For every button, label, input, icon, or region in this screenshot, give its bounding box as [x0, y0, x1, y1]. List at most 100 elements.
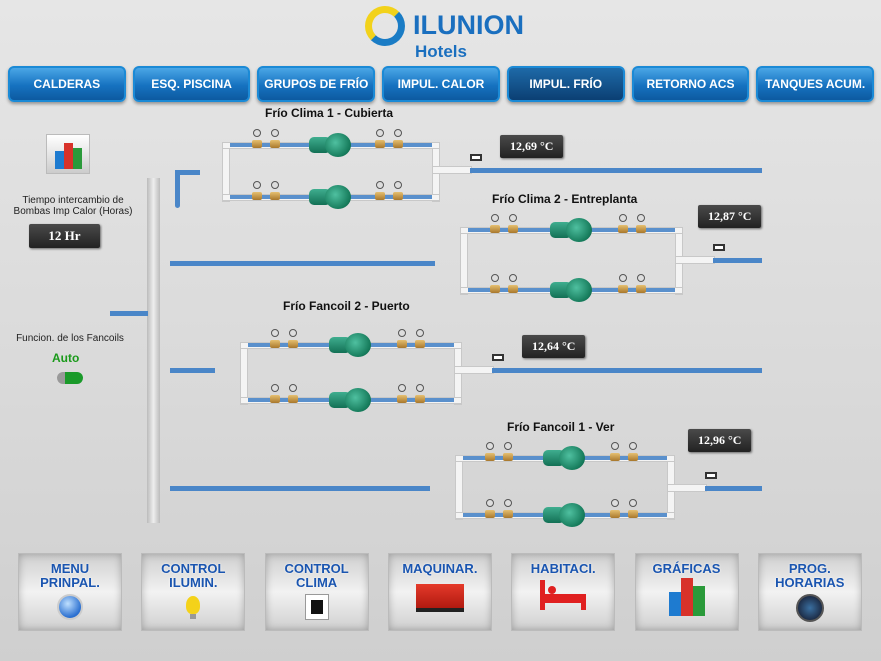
valve-icon: [393, 140, 403, 148]
gauge-icon: [486, 499, 494, 507]
button-label: PROG. HORARIAS: [775, 561, 845, 590]
group-title: Frío Clima 2 - Entreplanta: [492, 192, 638, 206]
valve-icon: [252, 192, 262, 200]
gauge-icon: [394, 181, 402, 189]
gauge-icon: [289, 329, 297, 337]
temperature-display: 12,69 °C: [500, 135, 564, 158]
timer-label: Tiempo intercambio de Bombas Imp Calor (…: [13, 195, 133, 217]
gauge-icon: [253, 129, 261, 137]
button-label: MENU PRINPAL.: [40, 561, 100, 590]
valve-icon: [508, 285, 518, 293]
gauge-icon: [611, 499, 619, 507]
gauge-icon: [509, 274, 517, 282]
gauge-icon: [271, 329, 279, 337]
valve-icon: [252, 140, 262, 148]
outlet-fitting: [432, 166, 472, 174]
valve-icon: [375, 140, 385, 148]
gauge-icon: [637, 214, 645, 222]
gauge-icon: [619, 214, 627, 222]
tab-impul-frio[interactable]: IMPUL. FRÍO: [506, 66, 625, 102]
outlet-fitting: [454, 366, 494, 374]
habitaci-button[interactable]: HABITACI.: [511, 553, 616, 631]
valve-icon: [270, 340, 280, 348]
gauge-icon: [637, 274, 645, 282]
valve-icon: [270, 192, 280, 200]
pump-2[interactable]: [543, 499, 589, 529]
outlet-fitting: [675, 256, 715, 264]
pump-2[interactable]: [309, 181, 355, 211]
button-label: GRÁFICAS: [652, 561, 721, 576]
logo-sub: Hotels: [415, 42, 467, 61]
tab-esq-piscina[interactable]: ESQ. PISCINA: [132, 66, 251, 102]
valve-icon: [375, 192, 385, 200]
valve-icon: [636, 225, 646, 233]
loop-inlet-pipe: [240, 342, 248, 405]
ilunion-logo: ILUNION Hotels: [365, 6, 525, 62]
branch-pipe-3: [170, 368, 215, 373]
pump-icon: [565, 278, 592, 302]
gauge-icon: [504, 499, 512, 507]
loop-inlet-pipe: [222, 142, 230, 202]
gauge-icon: [398, 329, 406, 337]
outlet-pipe: [705, 486, 762, 491]
pump-icon: [565, 218, 592, 242]
valve-icon: [610, 510, 620, 518]
valve-icon: [270, 140, 280, 148]
gauge-icon: [416, 329, 424, 337]
valve-icon: [397, 340, 407, 348]
gauge-icon: [491, 274, 499, 282]
gauge-icon: [629, 442, 637, 450]
tab-retorno-acs[interactable]: RETORNO ACS: [631, 66, 750, 102]
thermostat-icon: [266, 594, 368, 620]
pump-2[interactable]: [329, 384, 375, 414]
gráficas-button[interactable]: GRÁFICAS: [634, 553, 739, 631]
valve-icon: [490, 225, 500, 233]
fancoil-mode: Auto: [52, 351, 80, 365]
temperature-display: 12,87 °C: [698, 205, 762, 228]
temp-sensor-icon: [705, 472, 717, 479]
gauge-icon: [629, 499, 637, 507]
valve-icon: [508, 225, 518, 233]
temperature-display: 12,96 °C: [688, 429, 752, 452]
valve-icon: [618, 225, 628, 233]
tab-impul-calor[interactable]: IMPUL. CALOR: [382, 66, 500, 102]
button-label: HABITACI.: [530, 561, 596, 576]
fancoil-toggle[interactable]: [57, 372, 83, 384]
pump-2[interactable]: [549, 274, 596, 304]
gauge-icon: [376, 129, 384, 137]
pump-1[interactable]: [309, 129, 355, 159]
group-title: Frío Fancoil 1 - Ver: [507, 420, 615, 434]
branch-pipe-1: [175, 172, 180, 208]
pump-icon: [559, 446, 585, 470]
pump-icon: [345, 333, 371, 357]
gauge-icon: [416, 384, 424, 392]
valve-icon: [485, 453, 495, 461]
gauge-icon: [611, 442, 619, 450]
branch-pipe-2: [170, 261, 435, 266]
pump-icon: [325, 185, 351, 209]
control-ilumin-button[interactable]: CONTROL ILUMIN.: [141, 553, 246, 631]
charts-button[interactable]: [46, 134, 90, 174]
maquinar-button[interactable]: MAQUINAR.: [387, 553, 492, 631]
gauge-icon: [486, 442, 494, 450]
tab-grupos-de-frio[interactable]: GRUPOS DE FRÍO: [257, 66, 376, 102]
tab-calderas[interactable]: CALDERAS: [8, 66, 126, 102]
pump-1[interactable]: [543, 442, 589, 472]
valve-icon: [397, 395, 407, 403]
control-clima-button[interactable]: CONTROL CLIMA: [264, 553, 369, 631]
branch-pipe-1b: [175, 170, 200, 175]
inlet-pipe: [110, 311, 148, 316]
timer-value[interactable]: 12 Hr: [29, 224, 100, 248]
outlet-pipe: [470, 168, 762, 173]
pump-1[interactable]: [549, 214, 596, 244]
prog-horarias-button[interactable]: PROG. HORARIAS: [757, 553, 862, 631]
valve-icon: [485, 510, 495, 518]
menu-prinpal-button[interactable]: MENU PRINPAL.: [18, 553, 122, 631]
tab-tanques-acum[interactable]: TANQUES ACUM.: [756, 66, 875, 102]
temp-sensor-icon: [470, 154, 482, 161]
valve-icon: [415, 395, 425, 403]
pump-1[interactable]: [329, 329, 375, 359]
gauge-icon: [619, 274, 627, 282]
group-title: Frío Clima 1 - Cubierta: [265, 106, 394, 120]
group-title: Frío Fancoil 2 - Puerto: [283, 299, 410, 313]
